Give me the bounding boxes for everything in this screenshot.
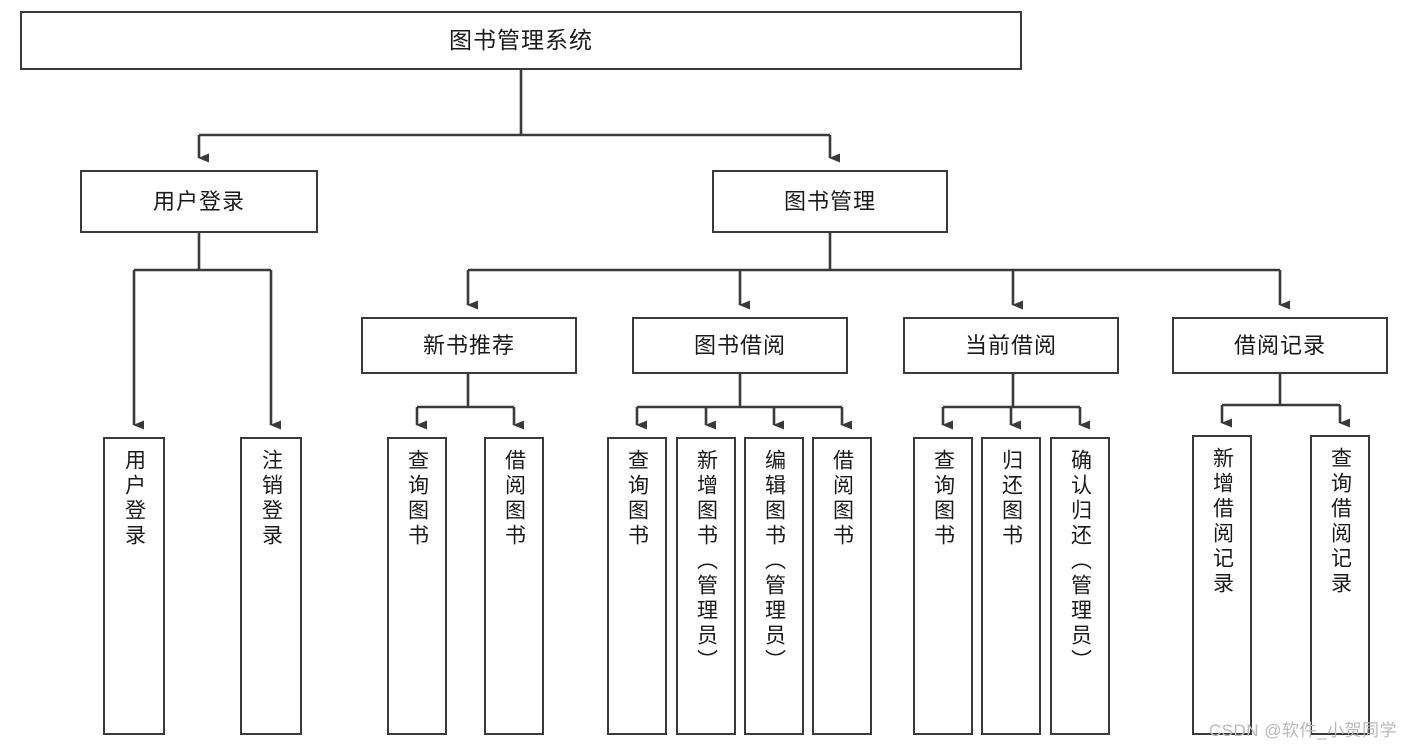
leaf-add-book-label: 新增图书（管理员） xyxy=(694,449,718,674)
csdn-watermark: CSDN @软件_小贺同学 xyxy=(1208,721,1397,740)
leaf-query-record-label: 查询借阅记录 xyxy=(1328,447,1352,597)
leaf-add-record[interactable]: 新增借阅记录 xyxy=(1192,435,1252,735)
node-borrow-record-label: 借阅记录 xyxy=(1233,332,1326,358)
leaf-query-book-3[interactable]: 查询图书 xyxy=(913,437,973,735)
leaf-edit-book-label: 编辑图书（管理员） xyxy=(762,449,786,674)
leaf-return-book[interactable]: 归还图书 xyxy=(981,437,1041,735)
leaf-user-login-label: 用户登录 xyxy=(122,449,146,549)
node-book-borrow-label: 图书借阅 xyxy=(693,332,786,358)
leaf-user-login[interactable]: 用户登录 xyxy=(103,437,165,735)
node-current-borrow[interactable]: 当前借阅 xyxy=(903,317,1119,374)
leaf-logout-login-label: 注销登录 xyxy=(259,449,283,549)
node-new-book-recommend-label: 新书推荐 xyxy=(422,332,515,358)
leaf-query-book-2-label: 查询图书 xyxy=(625,449,649,549)
node-borrow-record[interactable]: 借阅记录 xyxy=(1172,317,1388,374)
node-book-manage-label: 图书管理 xyxy=(783,188,876,214)
leaf-query-record[interactable]: 查询借阅记录 xyxy=(1310,435,1370,735)
node-book-borrow[interactable]: 图书借阅 xyxy=(632,317,848,374)
leaf-borrow-book-1-label: 借阅图书 xyxy=(502,449,526,549)
leaf-confirm-return-label: 确认归还（管理员） xyxy=(1068,449,1092,674)
leaf-borrow-book-2[interactable]: 借阅图书 xyxy=(812,437,872,735)
node-user-login-label: 用户登录 xyxy=(152,188,245,214)
node-new-book-recommend[interactable]: 新书推荐 xyxy=(361,317,577,374)
node-user-login[interactable]: 用户登录 xyxy=(80,170,318,233)
leaf-query-book-1[interactable]: 查询图书 xyxy=(387,437,447,735)
node-root-label: 图书管理系统 xyxy=(449,27,593,54)
leaf-edit-book[interactable]: 编辑图书（管理员） xyxy=(744,437,804,735)
leaf-borrow-book-2-label: 借阅图书 xyxy=(830,449,854,549)
node-root[interactable]: 图书管理系统 xyxy=(20,11,1022,70)
leaf-query-book-1-label: 查询图书 xyxy=(405,449,429,549)
leaf-query-book-3-label: 查询图书 xyxy=(931,449,955,549)
leaf-return-book-label: 归还图书 xyxy=(999,449,1023,549)
node-current-borrow-label: 当前借阅 xyxy=(964,332,1057,358)
leaf-logout-login[interactable]: 注销登录 xyxy=(240,437,302,735)
leaf-borrow-book-1[interactable]: 借阅图书 xyxy=(484,437,544,735)
leaf-confirm-return[interactable]: 确认归还（管理员） xyxy=(1050,437,1110,735)
leaf-add-record-label: 新增借阅记录 xyxy=(1210,447,1234,597)
leaf-add-book[interactable]: 新增图书（管理员） xyxy=(676,437,736,735)
node-book-manage[interactable]: 图书管理 xyxy=(712,170,948,233)
leaf-query-book-2[interactable]: 查询图书 xyxy=(607,437,667,735)
